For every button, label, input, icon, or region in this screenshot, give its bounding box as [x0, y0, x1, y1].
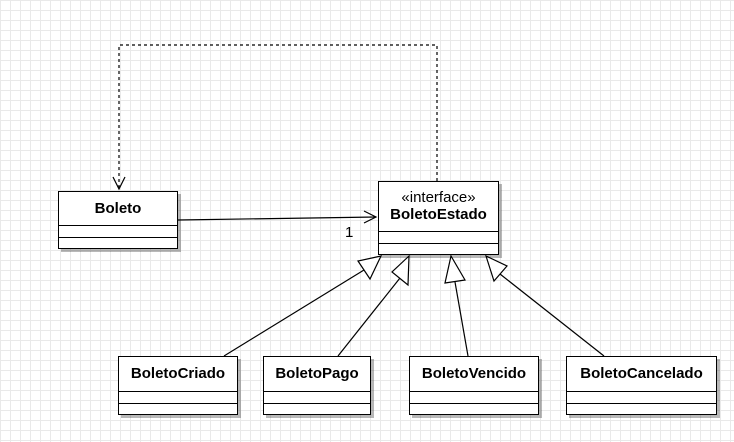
class-boleto-estado[interactable]: «interface» BoletoEstado	[378, 181, 499, 255]
realization-line-criado	[223, 269, 365, 357]
class-boleto-estado-name: BoletoEstado	[390, 206, 487, 223]
realization-line-cancelado	[499, 273, 605, 357]
realization-line-vencido	[454, 281, 469, 357]
class-boleto-vencido-attributes	[410, 392, 538, 404]
class-boleto-vencido-name: BoletoVencido	[421, 365, 527, 382]
association-multiplicity: 1	[345, 224, 354, 241]
dependency-line	[118, 44, 438, 189]
class-boleto[interactable]: Boleto	[58, 191, 178, 249]
class-boleto-criado-attributes	[119, 392, 237, 404]
realization-triangle-vencido	[444, 254, 466, 284]
class-boleto-vencido[interactable]: BoletoVencido	[409, 356, 539, 415]
class-boleto-name: Boleto	[94, 199, 142, 217]
association-line	[177, 216, 377, 221]
realization-triangle-criado	[357, 255, 383, 281]
class-boleto-vencido-methods	[410, 404, 538, 414]
realization-triangle-pago	[391, 254, 410, 287]
class-boleto-cancelado-name: BoletoCancelado	[580, 365, 703, 382]
class-boleto-estado-methods	[379, 244, 498, 254]
class-boleto-estado-stereotype: «interface»	[401, 189, 476, 206]
realization-line-pago	[337, 277, 401, 357]
realization-triangle-cancelado	[485, 254, 508, 283]
class-boleto-cancelado-methods	[567, 404, 716, 414]
class-boleto-criado[interactable]: BoletoCriado	[118, 356, 238, 415]
class-boleto-attributes	[59, 226, 177, 238]
class-boleto-pago-name: BoletoPago	[275, 365, 359, 382]
dependency-arrowhead	[112, 176, 126, 191]
class-boleto-pago-attributes	[264, 392, 370, 404]
class-boleto-pago[interactable]: BoletoPago	[263, 356, 371, 415]
class-boleto-methods	[59, 238, 177, 248]
class-boleto-criado-methods	[119, 404, 237, 414]
class-boleto-criado-name: BoletoCriado	[130, 365, 226, 382]
class-boleto-cancelado[interactable]: BoletoCancelado	[566, 356, 717, 415]
class-boleto-cancelado-attributes	[567, 392, 716, 404]
class-boleto-pago-methods	[264, 404, 370, 414]
class-boleto-estado-attributes	[379, 232, 498, 244]
association-arrowhead	[363, 210, 378, 224]
